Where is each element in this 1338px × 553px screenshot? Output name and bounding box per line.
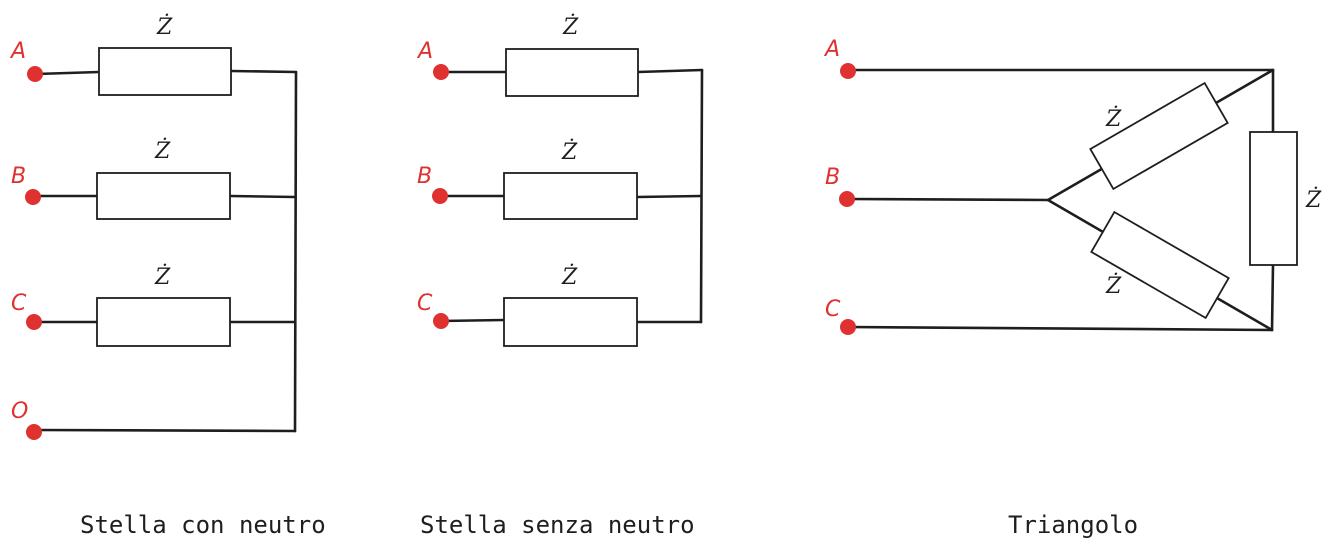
- caption-star-without-neutral: Stella senza neutro: [420, 511, 695, 539]
- terminal-dot-b: [25, 189, 41, 205]
- terminal-dot-o: [26, 424, 42, 440]
- terminal-dot-a: [840, 63, 856, 79]
- impedance-label-c: Ż: [154, 263, 171, 290]
- impedance-b: [96, 172, 231, 220]
- impedance-lower: [1090, 210, 1230, 320]
- terminal-dot-b: [839, 191, 855, 207]
- terminal-label-c: C: [11, 291, 27, 316]
- terminal-dot-c: [433, 313, 449, 329]
- impedance-right: [1249, 131, 1298, 266]
- caption-star-with-neutral: Stella con neutro: [80, 511, 326, 539]
- wire-neutral: [34, 428, 297, 433]
- wire-b-right: [635, 194, 703, 199]
- terminal-label-o: O: [11, 399, 28, 424]
- terminal-label-a: A: [9, 39, 26, 64]
- star-node-bus: [293, 70, 298, 433]
- impedance-a: [505, 48, 639, 97]
- impedance-label-right: Ż: [1305, 186, 1322, 213]
- impedance-upper: [1089, 81, 1229, 191]
- terminal-dot-a: [433, 64, 449, 80]
- terminal-dot-a: [27, 66, 43, 82]
- impedance-c: [96, 297, 231, 347]
- impedance-label-c: Ż: [561, 263, 578, 290]
- impedance-c: [503, 297, 638, 347]
- wire-a: [34, 70, 101, 76]
- wire-b: [846, 197, 1050, 202]
- terminal-dot-c: [26, 314, 42, 330]
- impedance-label-b: Ż: [561, 138, 578, 165]
- impedance-a: [98, 47, 232, 96]
- impedance-b: [503, 172, 638, 220]
- star-node-bus: [699, 68, 704, 324]
- terminal-label-c: C: [417, 291, 433, 316]
- impedance-label-upper: Ż: [1105, 105, 1122, 132]
- star-with-neutral-circuit: Ż Ż Ż A B C O Stella con neutro: [9, 13, 326, 539]
- impedance-label-a: Ż: [156, 13, 173, 40]
- wire-a-right: [229, 69, 298, 74]
- terminal-label-b: B: [825, 165, 840, 190]
- impedance-label-lower: Ż: [1105, 272, 1122, 299]
- terminal-label-c: C: [825, 297, 841, 322]
- wire-c: [439, 318, 506, 323]
- terminal-label-b: B: [11, 164, 26, 189]
- terminal-dot-b: [432, 188, 448, 204]
- terminal-label-a: A: [823, 37, 840, 62]
- wire-b-right: [228, 194, 297, 199]
- terminal-dot-c: [840, 319, 856, 335]
- caption-delta: Triangolo: [1008, 511, 1138, 539]
- impedance-label-a: Ż: [562, 13, 579, 40]
- terminal-label-a: A: [416, 39, 433, 64]
- impedance-label-b: Ż: [154, 137, 171, 164]
- terminal-label-b: B: [417, 164, 432, 189]
- wire-a-right: [636, 68, 704, 74]
- wire-c: [846, 325, 1274, 332]
- star-without-neutral-circuit: Ż Ż Ż A B C Stella senza neutro: [416, 13, 704, 539]
- delta-right-bottom: [1270, 263, 1275, 332]
- delta-circuit: Ż Ż Ż A B C Triangolo: [823, 37, 1322, 539]
